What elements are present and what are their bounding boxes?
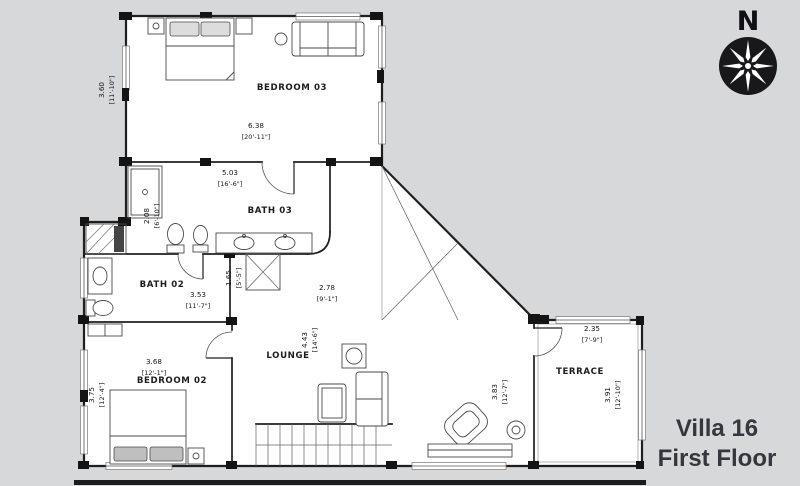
dim-bedroom03-width-ft: [11'-10"] (108, 76, 116, 105)
windows (80, 12, 646, 470)
furniture-lounge (317, 343, 526, 458)
dim-lounge-side-m: 3.83 (490, 384, 499, 400)
shower-tray (127, 165, 163, 219)
armchair (444, 402, 488, 446)
room-label-bedroom03: BEDROOM 03 (257, 83, 327, 93)
dim-bath03-width-ft: [6'-10"] (153, 204, 161, 229)
dim-bedroom02-length-ft: [12'-1"] (142, 369, 167, 377)
dim-terrace-width-ft: [7'-9"] (582, 336, 602, 344)
vanity-bath03 (215, 232, 313, 254)
dim-bath03-length-ft: [16'-6"] (218, 180, 243, 188)
toilet (166, 244, 185, 254)
plan-title-line2: First Floor (658, 445, 777, 472)
room-label-bath02: BATH 02 (140, 280, 185, 290)
dim-terrace-length-ft: [12'-10"] (614, 381, 622, 410)
room-label-bedroom02: BEDROOM 02 (137, 376, 207, 386)
bidet (192, 244, 209, 253)
nightstand (147, 17, 165, 35)
dim-bath02-length-ft: [11'-7"] (186, 302, 211, 310)
dim-hall-width-ft: [9'-1"] (317, 295, 337, 303)
plan-title-line1: Villa 16 (676, 415, 758, 442)
nightstand (235, 17, 253, 35)
dim-bedroom03-length-ft: [20'-11"] (242, 133, 271, 141)
plant (506, 420, 526, 440)
dim-lounge-length-ft: [14'-6"] (311, 328, 319, 353)
dim-bath03-width-m: 2.08 (142, 208, 151, 224)
fixtures-bath02 (85, 257, 114, 317)
void-cross (381, 165, 459, 321)
plan-title: Villa 16 First Floor (658, 415, 777, 472)
fixtures-bath03 (127, 165, 313, 254)
doors (177, 161, 563, 359)
dim-bedroom02-width-ft: [12'-4"] (98, 383, 106, 408)
room-labels: BEDROOM 03 BATH 03 BATH 02 BEDROOM 02 LO… (137, 83, 604, 386)
furniture-bedroom02 (87, 323, 205, 465)
room-label-terrace: TERRACE (556, 367, 604, 377)
tv-unit (427, 443, 513, 458)
dim-bedroom02-length-m: 3.68 (146, 357, 162, 366)
dim-hall-width-m: 2.78 (319, 283, 335, 292)
coffee-table (317, 383, 347, 423)
compass-rose: N (719, 6, 777, 95)
vanity-bath02 (87, 257, 113, 295)
room-label-bath03: BATH 03 (248, 206, 293, 216)
dim-terrace-length-m: 3.91 (603, 387, 612, 403)
columns (78, 12, 644, 469)
dim-bedroom03-width-m: 3.60 (97, 82, 106, 98)
dim-shower-width-m: 1.65 (224, 270, 233, 286)
dim-lounge-length-m: 4.43 (300, 332, 309, 348)
dim-bath02-length-m: 3.53 (190, 290, 206, 299)
closet-shaft (85, 223, 127, 255)
dimension-labels: 3.60 [11'-10"] 6.38 [20'-11"] 5.03 [16'-… (87, 76, 622, 410)
room-label-lounge: LOUNGE (266, 351, 309, 361)
nightstand (187, 447, 205, 465)
north-label: N (737, 6, 760, 37)
dim-shower-width-ft: [5'-5"] (235, 268, 243, 288)
compass-center (745, 63, 751, 69)
dim-lounge-side-ft: [12'-7"] (501, 380, 509, 405)
dim-terrace-width-m: 2.35 (584, 324, 600, 333)
furniture-bedroom03 (147, 17, 365, 81)
terrace-railing (537, 323, 639, 463)
shower-duct (245, 253, 281, 291)
dim-bedroom03-length-m: 6.38 (248, 121, 264, 130)
bottom-border-bar (74, 480, 646, 485)
dim-bath03-length-m: 5.03 (222, 168, 238, 177)
dim-bedroom02-width-m: 3.75 (87, 387, 96, 403)
